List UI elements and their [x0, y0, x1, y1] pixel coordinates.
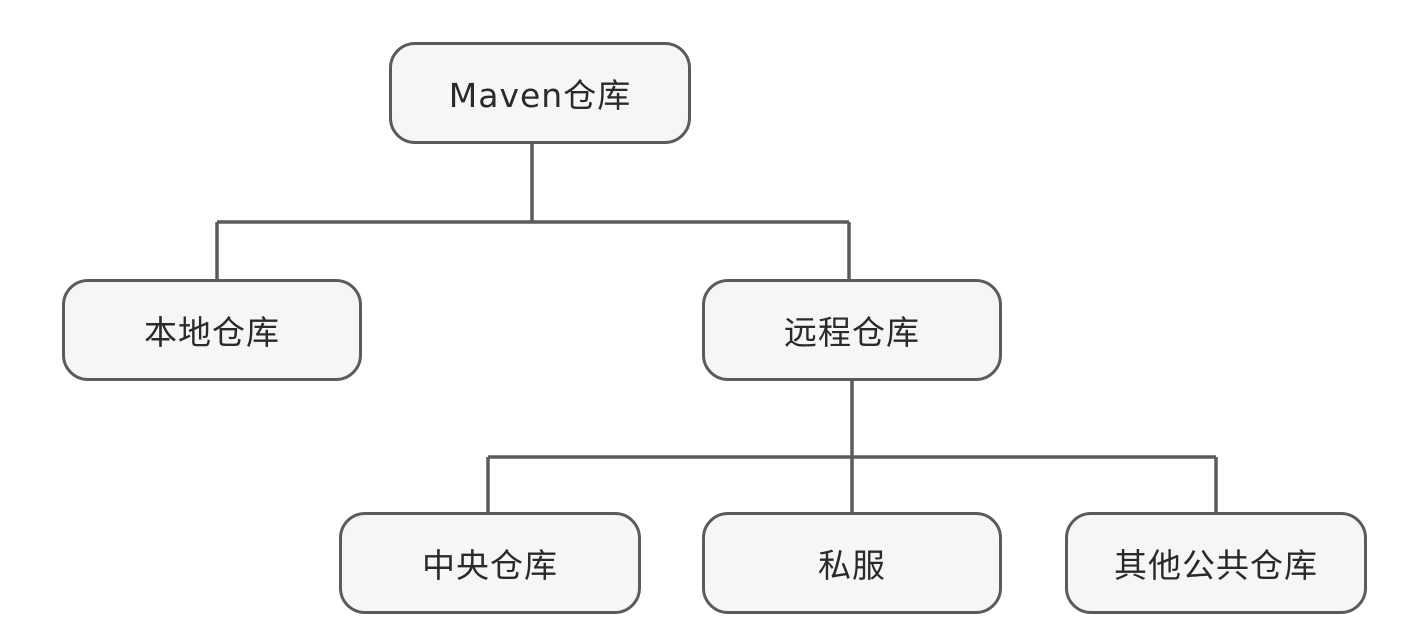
node-local-repository: 本地仓库: [62, 279, 362, 381]
node-maven-repository: Maven仓库: [389, 42, 691, 144]
node-label: 本地仓库: [144, 313, 280, 352]
node-remote-repository: 远程仓库: [702, 279, 1002, 381]
node-private-server: 私服: [702, 512, 1002, 614]
node-label: 私服: [818, 546, 886, 585]
node-label: 中央仓库: [422, 546, 558, 585]
node-other-public-repository: 其他公共仓库: [1065, 512, 1367, 614]
node-label: 远程仓库: [784, 313, 920, 352]
node-label: 其他公共仓库: [1114, 546, 1318, 585]
node-central-repository: 中央仓库: [339, 512, 641, 614]
node-label: Maven仓库: [448, 76, 632, 115]
